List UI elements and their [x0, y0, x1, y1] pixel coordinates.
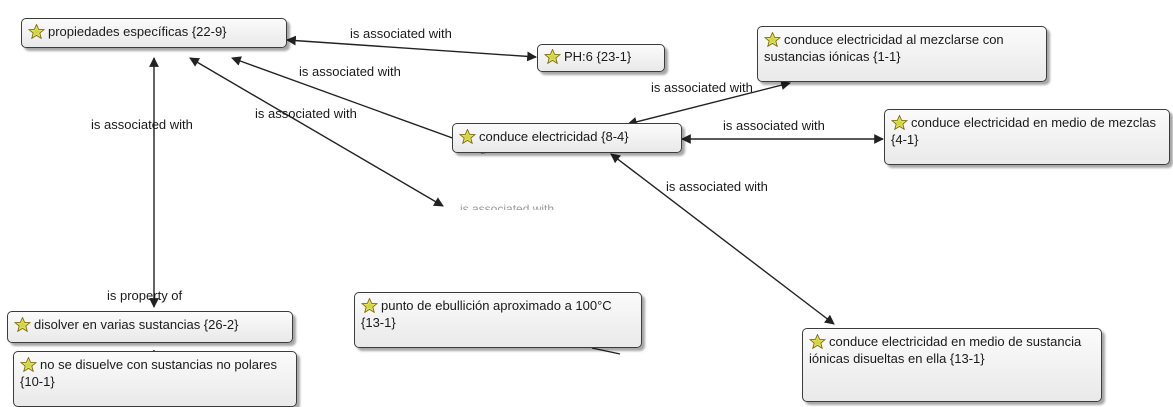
node-conduce-electricidad[interactable]: conduce electricidad {8-4}: [452, 123, 682, 153]
node-label: propiedades específicas {22-9}: [48, 24, 227, 39]
node-label: conduce electricidad {8-4}: [479, 129, 629, 144]
node-conduce-mezclas[interactable]: conduce electricidad en medio de mezclas…: [884, 109, 1170, 165]
code-star-icon: [543, 48, 562, 65]
code-star-icon: [19, 356, 38, 373]
edge-stub: [591, 347, 621, 355]
node-label: conduce electricidad al mezclarse con su…: [764, 32, 1004, 64]
edge-label-punto-hidden: is associated with: [460, 202, 555, 210]
code-star-icon: [808, 333, 827, 350]
edge-label-propiedades-ph: is associated with: [350, 26, 452, 41]
edge-label-property-of: is property of: [107, 288, 183, 303]
edge-propiedades-punto[interactable]: [189, 57, 444, 207]
edge-label-propiedades-punto: is associated with: [255, 106, 357, 121]
code-star-icon: [890, 114, 909, 131]
node-conduce-ionicas[interactable]: conduce electricidad al mezclarse con su…: [757, 26, 1047, 82]
edge-label-propiedades-conduce: is associated with: [299, 64, 401, 79]
node-conduce-disueltas[interactable]: conduce electricidad en medio de sustanc…: [802, 328, 1102, 402]
code-star-icon: [13, 316, 32, 333]
node-no-se-disuelve[interactable]: no se disuelve con sustancias no polares…: [13, 351, 297, 407]
edge-propiedades-ph[interactable]: [286, 35, 537, 62]
code-star-icon: [763, 31, 782, 48]
node-label: conduce electricidad en medio de sustanc…: [809, 334, 1082, 366]
edge-label-conduce-mezclas: is associated with: [723, 118, 825, 133]
node-disolver[interactable]: disolver en varias sustancias {26-2}: [7, 311, 293, 343]
code-star-icon: [360, 297, 379, 314]
node-label: punto de ebullición aproximado a 100°C {…: [361, 298, 612, 330]
edge-conduce-ionicas[interactable]: [627, 80, 791, 127]
edge-label-propiedades-disolver: is associated with: [91, 117, 193, 132]
edge-conduce-disueltas[interactable]: [610, 153, 835, 325]
node-label: no se disuelve con sustancias no polares…: [20, 357, 278, 389]
node-label: PH:6 {23-1}: [564, 49, 632, 64]
node-propiedades-especificas[interactable]: propiedades específicas {22-9}: [21, 18, 287, 48]
code-star-icon: [27, 23, 46, 40]
code-star-icon: [458, 128, 477, 145]
node-ph[interactable]: PH:6 {23-1}: [537, 44, 665, 72]
node-punto-ebullicion[interactable]: punto de ebullición aproximado a 100°C {…: [354, 292, 642, 348]
node-label: conduce electricidad en medio de mezclas…: [891, 115, 1156, 147]
node-label: disolver en varias sustancias {26-2}: [34, 317, 239, 332]
edge-label-conduce-disueltas: is associated with: [666, 179, 768, 194]
edge-label-conduce-ionicas: is associated with: [651, 80, 753, 95]
